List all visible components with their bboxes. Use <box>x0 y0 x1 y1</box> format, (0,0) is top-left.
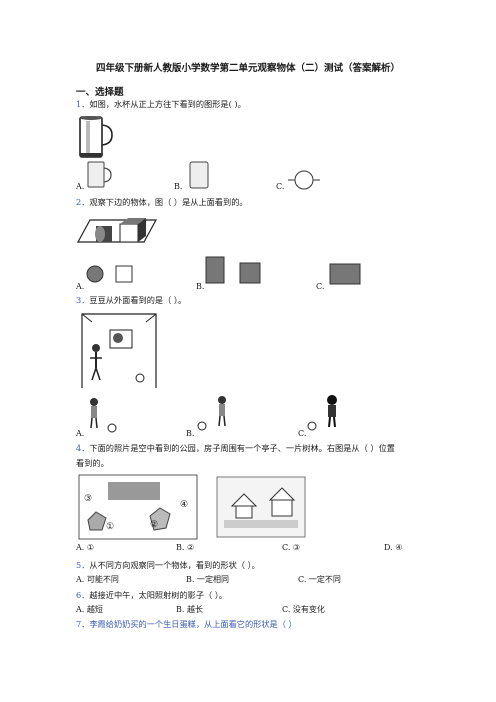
question-number: 1． <box>76 99 90 109</box>
option-a-circle-square-icon <box>86 265 133 283</box>
question-number: 5． <box>76 560 90 570</box>
question-number: 4． <box>76 443 90 453</box>
option-c[interactable]: C. 没有变化 <box>282 605 325 614</box>
question-text: 李霞给奶奶买的一个生日蛋糕，从上面看它的形状是（ ） <box>89 619 297 629</box>
option-c-circle-icon <box>288 170 320 190</box>
question-number: 6． <box>76 590 90 600</box>
question-text: 越接近中午，太阳照射树的影子（ ）。 <box>89 590 228 600</box>
question-text: 下面的照片是空中看到的公园，房子周围有一个亭子、一片树林。右图是从（ ）位置 <box>89 443 395 453</box>
option-c-rectangle-icon <box>329 263 361 285</box>
position-label-3: ③ <box>84 494 93 504</box>
question-text: 观察下边的物体，图（ ）是从上面看到的。 <box>89 197 248 207</box>
question-4-line-2: 看到的。 <box>76 457 109 469</box>
option-b[interactable]: B. <box>174 182 183 191</box>
option-c[interactable]: C. <box>276 182 285 191</box>
option-b-cylinder-icon <box>189 161 209 189</box>
option-a[interactable]: A. 越短 <box>76 605 103 614</box>
option-b[interactable]: B. <box>186 429 195 438</box>
question-6: 6．越接近中午，太阳照射树的影子（ ）。 <box>76 589 227 601</box>
question-number: 2． <box>76 197 90 207</box>
question-number: 3． <box>76 295 90 305</box>
position-label-4: ④ <box>180 500 189 510</box>
question-1: 1．如图，水杯从正上方往下看到的图形是( )。 <box>76 98 246 110</box>
option-a[interactable]: A. 可能不同 <box>76 575 119 584</box>
option-a[interactable]: A. <box>76 182 85 191</box>
option-b[interactable]: B. <box>196 282 205 291</box>
option-c-boy-ball-icon <box>307 395 337 431</box>
option-a[interactable]: A. <box>76 282 85 291</box>
option-b-rectangles-icon <box>205 256 261 284</box>
option-c[interactable]: C. <box>298 429 307 438</box>
option-a-cup-icon <box>87 161 112 188</box>
question-5: 5．从不同方向观察同一个物体，看到的形状（ ）。 <box>76 559 260 571</box>
question-4: 4．下面的照片是空中看到的公园，房子周围有一个亭子、一片树林。右图是从（ ）位置 <box>76 442 395 454</box>
section-heading: 一、选择题 <box>76 87 124 98</box>
question-7: 7．李霞给奶奶买的一个生日蛋糕，从上面看它的形状是（ ） <box>76 618 297 630</box>
option-a[interactable]: A. ① <box>76 543 95 552</box>
option-c[interactable]: C. ③ <box>282 543 301 552</box>
position-label-2: ② <box>150 520 159 530</box>
position-label-1: ① <box>106 522 115 532</box>
page-title: 四年级下册新人教版小学数学第二单元观察物体（二）测试（答案解析） <box>95 63 400 74</box>
question-text: 豆豆从外面看到的是（ ）。 <box>89 295 187 305</box>
cup-figure <box>79 116 113 158</box>
option-b[interactable]: B. 越长 <box>176 605 203 614</box>
question-number: 7． <box>76 619 90 629</box>
question-2: 2．观察下边的物体，图（ ）是从上面看到的。 <box>76 196 248 208</box>
option-d[interactable]: D. ④ <box>384 543 403 552</box>
option-b[interactable]: B. ② <box>176 543 195 552</box>
question-text: 看到的。 <box>76 458 109 468</box>
objects-figure <box>76 218 158 243</box>
question-text: 从不同方向观察同一个物体，看到的形状（ ）。 <box>89 560 260 570</box>
room-figure <box>81 313 157 388</box>
question-3: 3．豆豆从外面看到的是（ ）。 <box>76 294 186 306</box>
question-text: 如图，水杯从正上方往下看到的图形是( )。 <box>89 99 246 109</box>
option-b[interactable]: B. 一定相同 <box>186 575 229 584</box>
option-c[interactable]: C. 一定不同 <box>298 575 341 584</box>
option-a-boy-ball-icon <box>90 398 117 433</box>
park-side-photo <box>216 476 306 538</box>
option-b-boy-ball-icon <box>197 396 226 431</box>
option-a[interactable]: A. <box>76 429 85 438</box>
park-aerial-photo <box>78 474 198 540</box>
option-c[interactable]: C. <box>316 282 325 291</box>
